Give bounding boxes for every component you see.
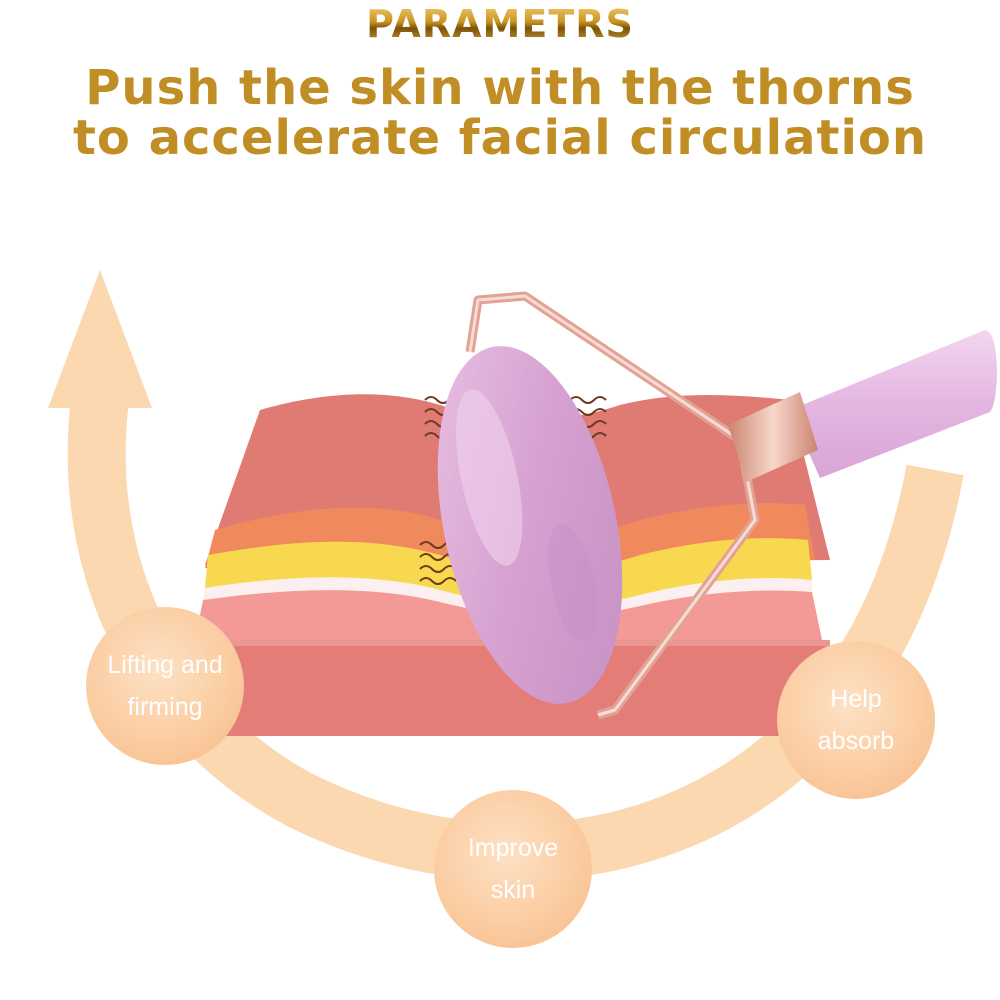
benefit-line: skin — [490, 876, 536, 904]
benefit-line: Lifting and — [107, 651, 223, 679]
benefit-line: firming — [127, 693, 203, 721]
benefit-line: Help — [830, 685, 882, 713]
benefit-bubble-absorb: Help absorb — [777, 641, 935, 799]
benefit-bubble-lifting: Lifting and firming — [86, 607, 244, 765]
face-roller-illustration — [437, 291, 997, 720]
benefit-line: Improve — [467, 834, 559, 862]
section-badge-title: PARAMETRS — [0, 2, 1000, 46]
headline-line-1: Push the skin with the thorns — [85, 60, 915, 116]
benefit-bubble-improve: Improve skin — [434, 790, 592, 948]
headline-line-2: to accelerate facial circulation — [72, 110, 928, 166]
benefit-line: absorb — [817, 727, 895, 755]
